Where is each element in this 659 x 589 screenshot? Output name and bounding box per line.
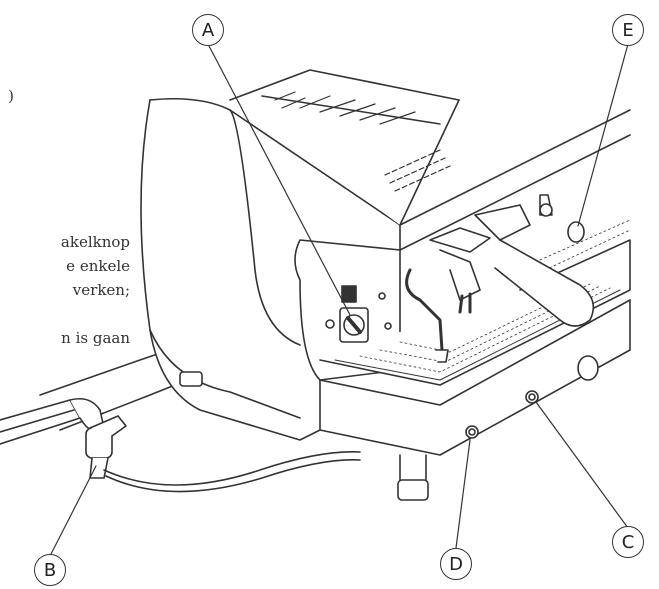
text-fragment-line: e enkele	[66, 257, 130, 275]
callout-d: D	[440, 548, 472, 580]
callout-e: E	[612, 14, 644, 46]
front-buttons	[465, 355, 599, 439]
water-pipe	[0, 347, 201, 445]
text-fragment-line4: n is gaan	[61, 329, 130, 347]
callout-c: C	[612, 526, 644, 558]
callout-b: B	[34, 554, 66, 586]
text-fragment-block: akelknop e enkele verken;	[0, 230, 130, 302]
machine-body	[140, 69, 631, 501]
steam-wand	[405, 268, 449, 363]
callout-a: A	[192, 14, 224, 46]
text-fragment-line: akelknop	[60, 233, 130, 251]
water-tap-valve	[85, 415, 361, 493]
text-fragment-line: verken;	[72, 281, 130, 299]
portafilter-group	[429, 194, 595, 327]
text-fragment-paren: )	[8, 87, 14, 105]
leader-lines	[49, 43, 629, 557]
